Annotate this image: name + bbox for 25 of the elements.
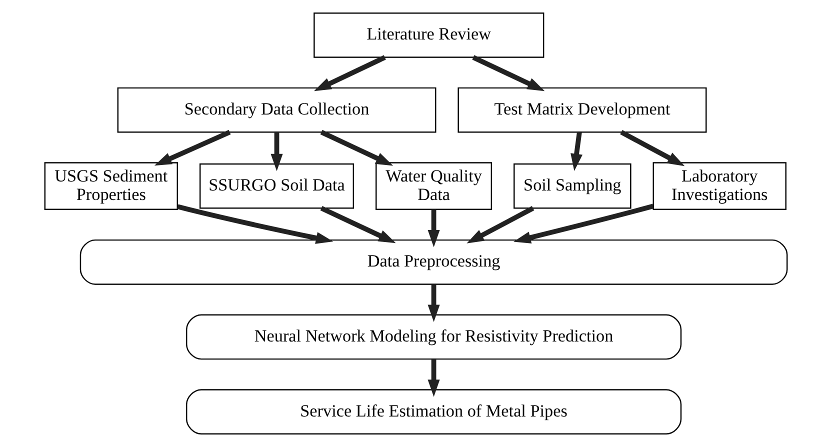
arrow bbox=[428, 209, 440, 248]
arrow bbox=[513, 204, 654, 244]
node-box: Service Life Estimation of Metal Pipes bbox=[186, 389, 682, 434]
node-box: Secondary Data Collection bbox=[117, 87, 436, 133]
node-box: Test Matrix Development bbox=[458, 87, 707, 133]
arrow bbox=[154, 130, 231, 166]
arrow bbox=[472, 55, 545, 92]
arrow bbox=[570, 132, 583, 172]
node-box: Water Quality Data bbox=[376, 162, 492, 210]
arrow bbox=[314, 55, 386, 92]
arrow bbox=[620, 130, 685, 166]
node-box: Laboratory Investigations bbox=[652, 162, 786, 210]
node-box: Literature Review bbox=[314, 12, 544, 58]
node-box: SSURGO Soil Data bbox=[199, 163, 354, 209]
arrow bbox=[270, 132, 283, 172]
arrow bbox=[320, 130, 394, 166]
node-box: Data Preprocessing bbox=[80, 239, 788, 285]
node-box: Neural Network Modeling for Resistivity Prediction bbox=[186, 314, 682, 360]
arrow bbox=[320, 206, 396, 244]
arrow bbox=[177, 204, 334, 244]
node-box: USGS Sediment Properties bbox=[44, 162, 178, 210]
arrow bbox=[428, 359, 440, 397]
arrow bbox=[428, 284, 440, 322]
node-box: Soil Sampling bbox=[514, 163, 632, 209]
arrow bbox=[466, 206, 534, 244]
